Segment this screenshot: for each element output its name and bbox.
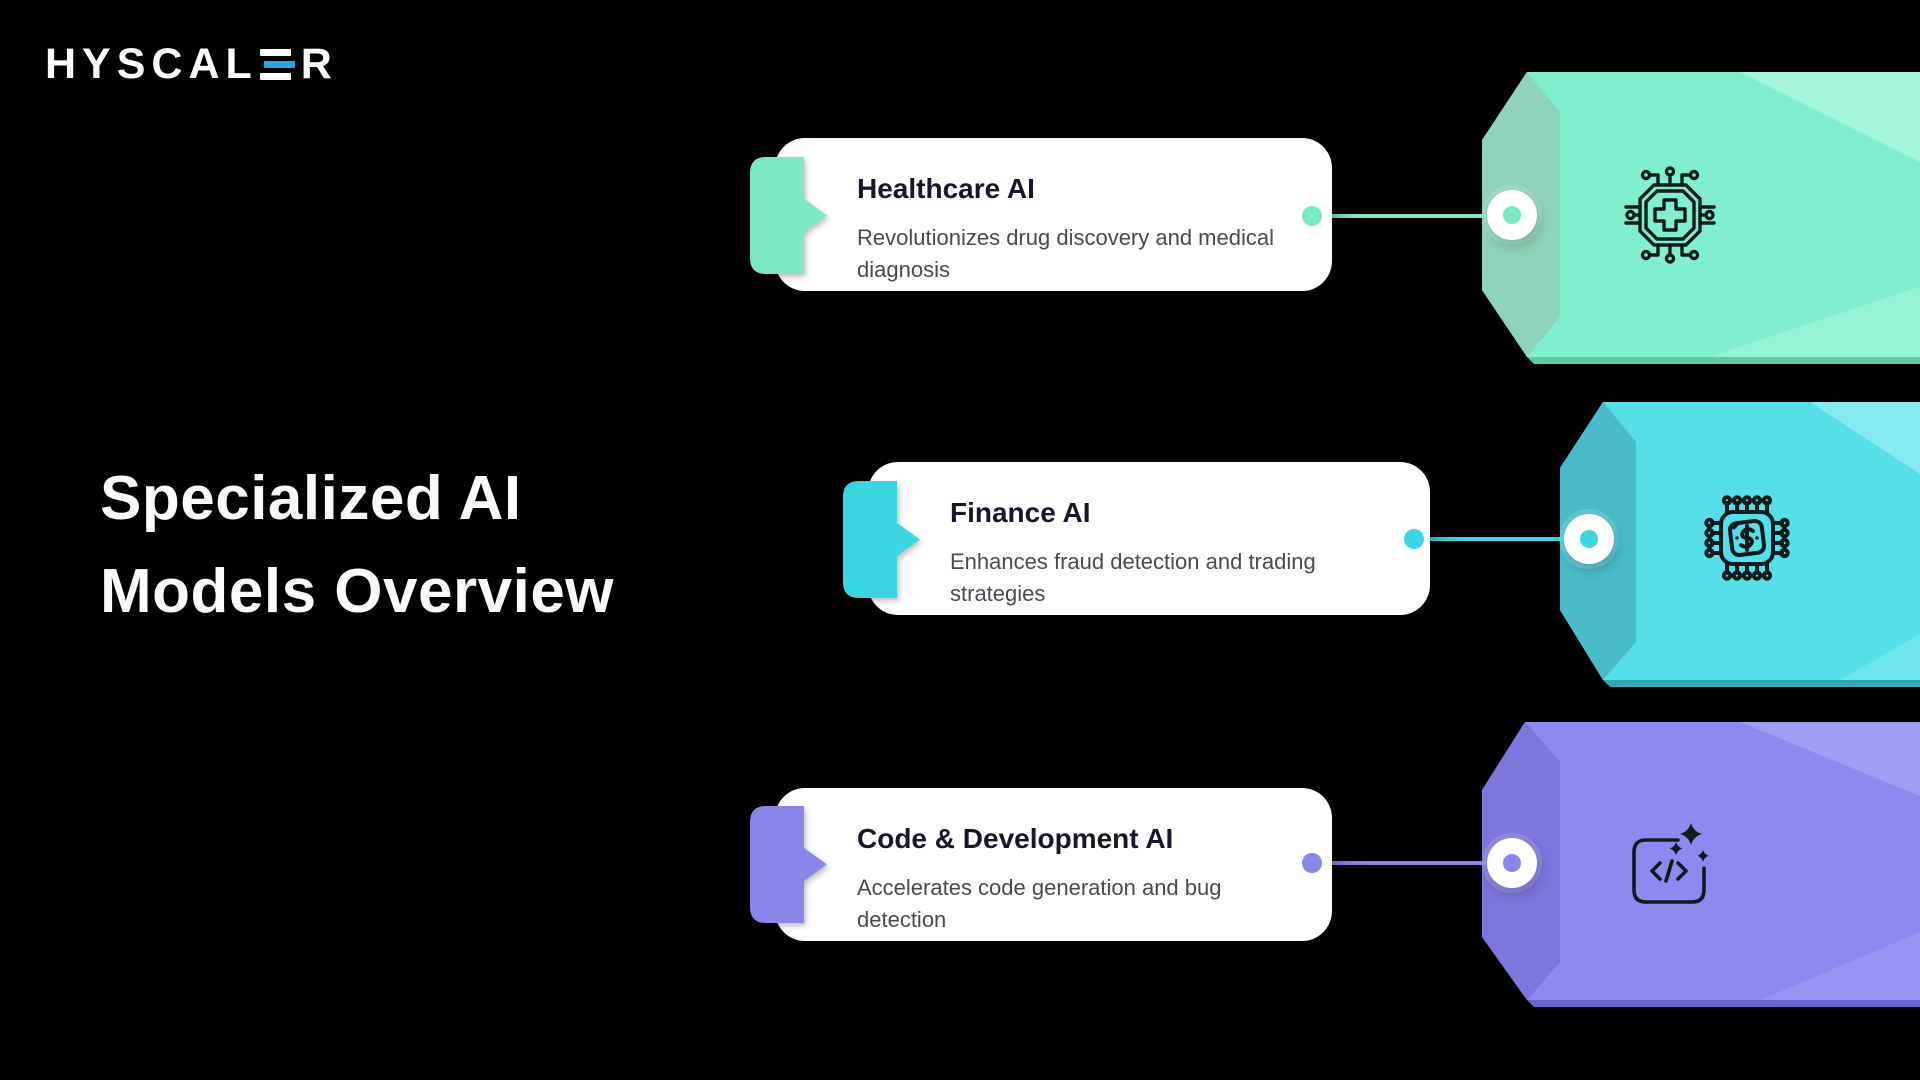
card-title: Finance AI — [950, 497, 1091, 528]
bookmark-arrow-finance — [843, 481, 920, 598]
code-tag-shape — [1482, 722, 1920, 1007]
connector-dot-finance — [1404, 529, 1424, 549]
healthcare-tag-shape — [1482, 72, 1920, 364]
tag-hole-ring-finance — [1564, 514, 1614, 564]
tag-hole-center-dot — [1503, 206, 1521, 224]
page-title-line1: Specialized AI — [100, 464, 522, 533]
medical-chip-icon — [1624, 166, 1716, 264]
connector-line-code — [1312, 861, 1512, 865]
logo-e-bar-middle — [263, 61, 295, 68]
card-title: Healthcare AI — [857, 173, 1035, 204]
card-healthcare-ai: Healthcare AI Revolutionizes drug discov… — [775, 138, 1332, 291]
tag-hole-center-dot — [1580, 530, 1598, 548]
connector-line-healthcare — [1312, 214, 1512, 218]
card-description: Revolutionizes drug discovery and medica… — [857, 225, 1274, 282]
connector-dot-healthcare — [1302, 206, 1322, 226]
connector-dot-code — [1302, 853, 1322, 873]
tag-hole-center-dot — [1503, 854, 1521, 872]
bookmark-arrow-code — [750, 806, 827, 923]
page-title-line2: Models Overview — [100, 557, 615, 626]
card-description: Accelerates code generation and bug dete… — [857, 875, 1222, 932]
logo-e-bars-icon — [259, 49, 295, 80]
connector-line-finance — [1414, 537, 1589, 541]
code-sparkles-icon — [1632, 823, 1709, 904]
page-title: Specialized AI Models Overview — [100, 452, 614, 638]
finance-tag-shape — [1560, 402, 1920, 687]
hyscaler-logo: HYSCAL R — [45, 40, 338, 89]
card-finance-ai: Finance AI Enhances fraud detection and … — [868, 462, 1430, 615]
card-code-development-ai: Code & Development AI Accelerates code g… — [775, 788, 1332, 941]
tag-hole-ring-healthcare — [1487, 190, 1537, 240]
card-description: Enhances fraud detection and trading str… — [950, 549, 1316, 606]
logo-e-bar-bottom — [259, 73, 291, 80]
logo-text-right: R — [300, 40, 338, 88]
finance-chip-icon — [1704, 495, 1790, 581]
logo-e-bar-top — [259, 49, 291, 56]
card-title: Code & Development AI — [857, 823, 1174, 854]
tag-hole-ring-code — [1487, 838, 1537, 888]
logo-text-left: HYSCAL — [45, 40, 258, 88]
bookmark-arrow-healthcare — [750, 157, 827, 274]
